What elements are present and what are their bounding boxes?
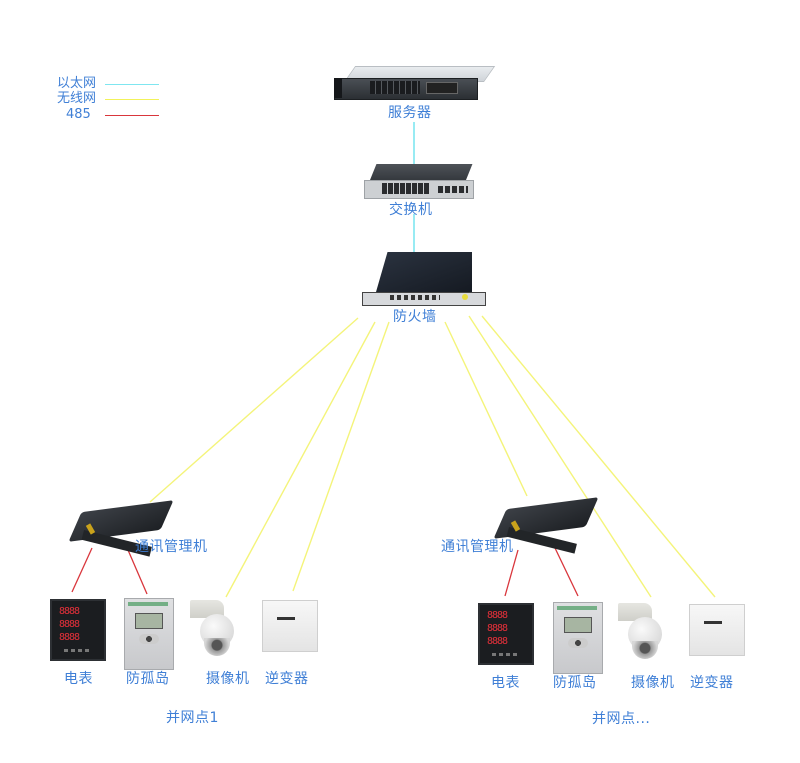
- anti-islanding-label: 防孤岛: [553, 675, 597, 691]
- wireless-line-firewall-manager1: [149, 317, 359, 503]
- legend-label-rs485: 485: [66, 107, 91, 122]
- wireless-line-firewall-manager2: [444, 321, 528, 497]
- meter-readout-3: 8888: [487, 636, 508, 647]
- site-label: 并网点1: [166, 710, 219, 726]
- meter-label: 电表: [64, 671, 93, 687]
- switch-icon[interactable]: [364, 164, 474, 200]
- server-icon[interactable]: [334, 66, 496, 100]
- server-label: 服务器: [388, 105, 432, 121]
- legend-label-wireless: 无线网: [57, 91, 97, 106]
- site-label: 并网点...: [592, 711, 651, 727]
- anti-islanding-label: 防孤岛: [126, 671, 170, 687]
- wireless-line-firewall-inverter2: [481, 315, 716, 598]
- camera-icon[interactable]: [618, 603, 674, 663]
- rs485-line-manager2-island2: [554, 547, 579, 597]
- meter-label: 电表: [491, 675, 520, 691]
- comm-manager-label: 通讯管理机: [441, 539, 514, 555]
- switch-label: 交换机: [389, 202, 433, 218]
- meter-readout-2: 8888: [487, 623, 508, 634]
- comm-manager-icon[interactable]: [493, 497, 599, 554]
- wireless-line-firewall-inverter1: [292, 321, 390, 592]
- anti-islanding-icon[interactable]: [124, 598, 174, 670]
- firewall-label: 防火墙: [393, 309, 437, 325]
- meter-readout-1: 8888: [487, 610, 508, 621]
- rs485-line-manager1-island1: [127, 549, 148, 595]
- meter-icon[interactable]: 8888 8888 8888: [478, 603, 534, 665]
- rs485-line-manager2-meter2: [504, 549, 519, 597]
- meter-readout-3: 8888: [59, 632, 80, 643]
- camera-icon[interactable]: [190, 600, 246, 660]
- inverter-icon[interactable]: [689, 604, 745, 656]
- inverter-label: 逆变器: [265, 671, 309, 687]
- comm-manager-label: 通讯管理机: [135, 539, 208, 555]
- camera-label: 摄像机: [206, 671, 250, 687]
- meter-readout-1: 8888: [59, 606, 80, 617]
- legend-line-rs485: [105, 115, 159, 116]
- legend-line-ethernet: [105, 84, 159, 85]
- inverter-icon[interactable]: [262, 600, 318, 652]
- firewall-icon[interactable]: [362, 252, 486, 308]
- wireless-line-firewall-camera2: [468, 315, 652, 598]
- anti-islanding-icon[interactable]: [553, 602, 603, 674]
- camera-label: 摄像机: [631, 675, 675, 691]
- wireless-line-firewall-camera1: [225, 321, 376, 598]
- inverter-label: 逆变器: [690, 675, 734, 691]
- legend-label-ethernet: 以太网: [57, 76, 97, 91]
- legend-line-wireless: [105, 99, 159, 100]
- rs485-line-manager1-meter1: [71, 547, 93, 593]
- meter-readout-2: 8888: [59, 619, 80, 630]
- meter-icon[interactable]: 8888 8888 8888: [50, 599, 106, 661]
